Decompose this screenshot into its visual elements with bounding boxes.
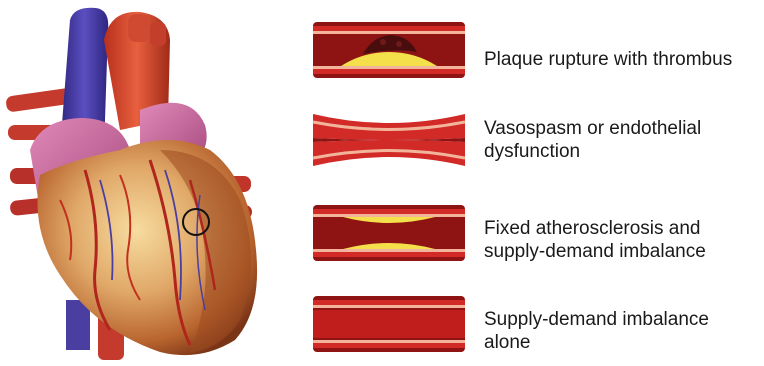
mechanism-label-vasospasm: Vasospasm or endothelial dysfunction [484, 117, 759, 163]
vasospasm-vessel-icon [313, 112, 465, 168]
heart-illustration [0, 0, 300, 366]
normal-vessel-icon [313, 296, 465, 352]
fixed-atherosclerosis-vessel-icon [313, 205, 465, 261]
plaque-rupture-thrombus-vessel-icon [313, 22, 465, 78]
mechanism-label-supply-demand: Supply-demand imbalance alone [484, 308, 759, 354]
mechanism-label-fixed-atherosclerosis: Fixed atherosclerosis and supply-demand … [484, 217, 759, 263]
mechanism-label-plaque-rupture: Plaque rupture with thrombus [484, 48, 759, 71]
